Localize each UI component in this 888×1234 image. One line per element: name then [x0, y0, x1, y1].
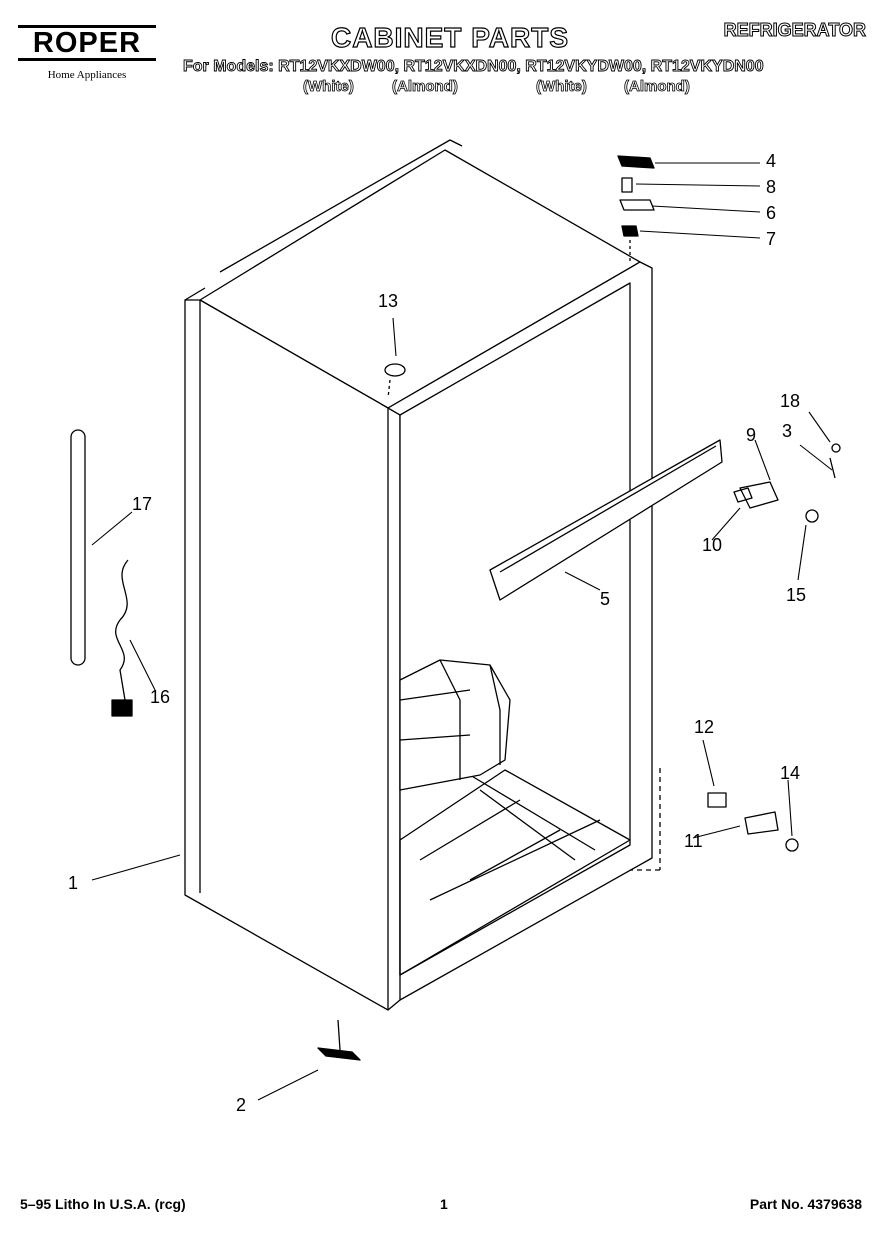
lower-hinge-screw-part [785, 838, 799, 852]
callout-18: 18 [780, 391, 801, 411]
bracket-screw-part [805, 509, 819, 523]
variant-label-3: (White) [536, 78, 588, 96]
footer-page-number: 1 [440, 1196, 448, 1212]
callout-14: 14 [780, 763, 801, 783]
plug-part [384, 363, 406, 377]
models-line: For Models: RT12VKXDW00, RT12VKXDN00, RT… [183, 58, 764, 76]
washer-part [831, 443, 841, 453]
cabinet-body [184, 139, 661, 1011]
variant-label-2: (Almond) [392, 78, 459, 96]
callout-3: 3 [782, 421, 793, 441]
callout-6: 6 [766, 203, 777, 223]
bracket-shim-part [733, 487, 753, 503]
callout-16: 16 [150, 687, 171, 707]
callout-13: 13 [378, 291, 399, 311]
variant-label-4: (Almond) [624, 78, 691, 96]
callout-1: 1 [68, 873, 79, 893]
power-cord-part [115, 559, 129, 701]
callout-15: 15 [786, 585, 807, 605]
leveling-leg-part [317, 1047, 361, 1061]
variant-label-1: (White) [303, 78, 355, 96]
hinge-cover-part [617, 155, 655, 169]
top-hinge-part [619, 199, 655, 211]
callout-8: 8 [766, 177, 777, 197]
callout-4: 4 [766, 151, 777, 171]
callout-7: 7 [766, 229, 777, 249]
footer-print-info: 5–95 Litho In U.S.A. (rcg) [20, 1196, 186, 1212]
brand-logo: ROPER Home Appliances [18, 25, 156, 81]
lower-hinge-shim-part [707, 792, 727, 808]
callout-17: 17 [132, 494, 153, 514]
callout-5: 5 [600, 589, 611, 609]
brand-subtitle: Home Appliances [47, 69, 127, 81]
hinge-screw-part [621, 177, 633, 193]
product-category: REFRIGERATOR [723, 20, 866, 41]
page-title: CABINET PARTS [330, 21, 570, 53]
callout-11: 11 [684, 831, 703, 851]
footer-part-number: Part No. 4379638 [749, 1196, 862, 1212]
callout-10: 10 [702, 535, 723, 555]
bracket-part [739, 481, 779, 509]
hinge-shim-part [621, 225, 639, 237]
rail-part [489, 439, 723, 601]
lower-hinge-part [744, 811, 779, 835]
callout-9: 9 [746, 425, 757, 445]
water-tube-part [70, 429, 86, 666]
brand-name: ROPER [18, 25, 156, 61]
callout-12: 12 [694, 717, 715, 737]
callout-2: 2 [236, 1095, 247, 1115]
